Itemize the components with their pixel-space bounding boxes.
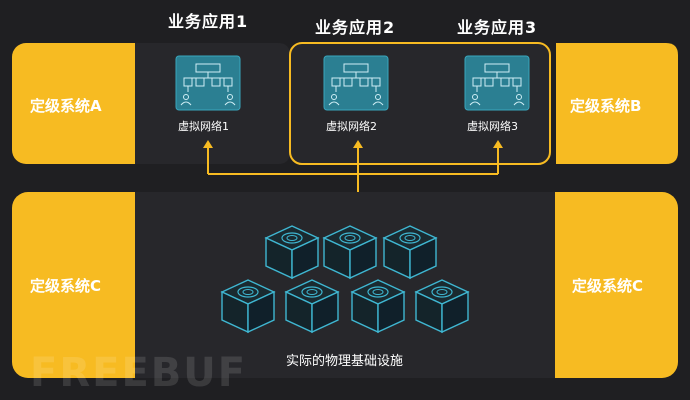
server-cube-icon (415, 279, 469, 333)
app-title-3: 业务应用3 (457, 18, 538, 37)
connector-arrows (203, 140, 503, 148)
connector-lines (207, 146, 499, 192)
virtual-network-2-icon (323, 55, 389, 111)
virtual-network-2-label: 虚拟网络2 (326, 120, 377, 133)
system-b-label: 定级系统B (570, 97, 642, 115)
virtual-network-3-icon (464, 55, 530, 111)
system-c-box (12, 192, 678, 378)
server-cube-icon (221, 279, 275, 333)
app-title-2: 业务应用2 (315, 18, 396, 37)
watermark-text: FREEBUF (30, 350, 248, 396)
server-cube-icon (351, 279, 405, 333)
infrastructure-label: 实际的物理基础设施 (286, 354, 404, 369)
arrow-up-icon (203, 140, 213, 148)
server-cube-icon (323, 225, 377, 279)
arrow-up-icon (493, 140, 503, 148)
system-c-right-label: 定级系统C (572, 277, 644, 295)
system-c-left-label: 定级系统C (30, 277, 102, 295)
virtual-network-1-label: 虚拟网络1 (178, 120, 229, 133)
system-b-box (556, 43, 678, 164)
server-cube-icon (285, 279, 339, 333)
app-title-1: 业务应用1 (168, 12, 249, 31)
server-cube-icon (265, 225, 319, 279)
arrow-up-icon (353, 140, 363, 148)
system-a-label: 定级系统A (30, 97, 102, 115)
virtual-network-1-icon (175, 55, 241, 111)
virtual-network-3-label: 虚拟网络3 (467, 120, 518, 133)
server-cube-icon (383, 225, 437, 279)
